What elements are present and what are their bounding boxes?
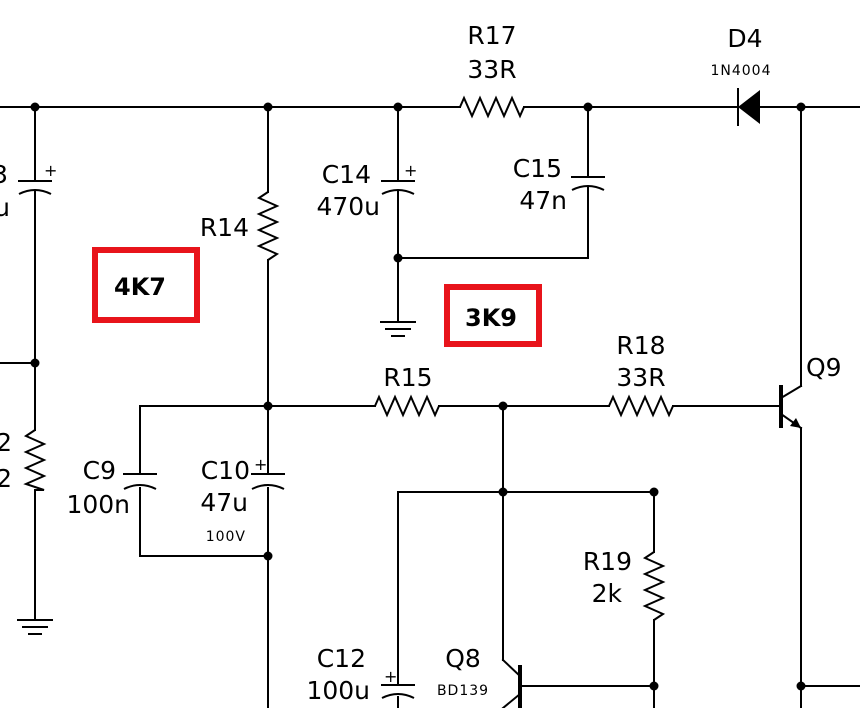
c13-plus: + <box>44 161 57 180</box>
q8-ref: Q8 <box>445 644 481 673</box>
c13-value-fragment: u <box>0 193 10 222</box>
annotation-r14-text: 4K7 <box>114 273 166 301</box>
resistor-left <box>23 429 47 491</box>
transistor-q8 <box>501 658 522 708</box>
c10-plus: + <box>254 455 267 474</box>
resistor-r18 <box>608 394 674 418</box>
r18-value: 33R <box>616 363 665 392</box>
junctions <box>30 102 806 691</box>
c10-rating: 100V <box>206 529 246 545</box>
wires <box>0 106 860 708</box>
annotation-r15-value: 3K9 <box>444 284 542 347</box>
r19-ref: R19 <box>583 547 632 576</box>
ground-symbol-left <box>17 619 53 635</box>
c10-value: 47u <box>200 488 248 517</box>
c10-ref: C10 <box>201 456 250 485</box>
transistor-q9 <box>779 384 803 430</box>
c15-ref: C15 <box>513 154 562 183</box>
c12-ref: C12 <box>317 644 366 673</box>
r18-ref: R18 <box>616 331 665 360</box>
diode-d4 <box>737 88 760 126</box>
r-left-value-fragment: 2 <box>0 464 12 493</box>
resistor-r15 <box>374 394 440 418</box>
c14-plus: + <box>404 161 417 180</box>
resistor-r19 <box>642 551 666 621</box>
capacitor-c14 <box>381 180 415 195</box>
r17-ref: R17 <box>467 21 516 50</box>
d4-value: 1N4004 <box>710 63 771 79</box>
capacitor-c9 <box>123 473 157 490</box>
c12-value: 100u <box>306 676 370 705</box>
c13-ref-fragment: 3 <box>0 160 8 189</box>
q8-value: BD139 <box>437 683 489 699</box>
ground-symbol-c14 <box>380 321 416 337</box>
c9-ref: C9 <box>83 456 116 485</box>
c15-value: 47n <box>519 186 567 215</box>
c9-value: 100n <box>66 490 130 519</box>
r15-ref: R15 <box>383 363 432 392</box>
resistor-r14 <box>256 191 280 261</box>
r-left-ref-fragment: 2 <box>0 428 12 457</box>
r17-value: 33R <box>467 55 516 84</box>
c14-value: 470u <box>316 192 380 221</box>
q9-ref: Q9 <box>806 353 842 382</box>
r14-ref: R14 <box>200 213 249 242</box>
c12-plus: + <box>384 667 397 686</box>
annotation-r14-value: 4K7 <box>92 247 200 323</box>
resistor-r17 <box>459 95 525 119</box>
r19-value: 2k <box>592 579 623 608</box>
capacitor-c15 <box>571 176 605 191</box>
capacitor-c12 <box>381 684 415 699</box>
capacitor-c10 <box>251 473 285 490</box>
annotation-r15-text: 3K9 <box>465 304 517 332</box>
d4-ref: D4 <box>727 24 762 53</box>
c14-ref: C14 <box>322 160 371 189</box>
capacitor-c13 <box>18 180 52 195</box>
